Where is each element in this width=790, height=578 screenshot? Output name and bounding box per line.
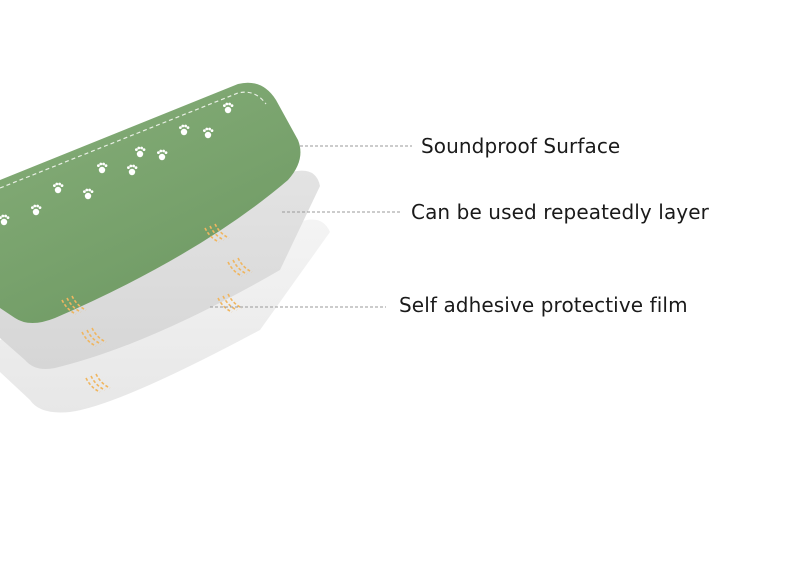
soundproof-surface-layer <box>0 82 301 323</box>
reusable-gray-layer <box>0 170 320 369</box>
callout-reusable-layer: Can be used repeatedly layer <box>411 200 709 224</box>
callout-soundproof-surface: Soundproof Surface <box>421 134 621 158</box>
callout-protective-film: Self adhesive protective film <box>399 293 688 317</box>
